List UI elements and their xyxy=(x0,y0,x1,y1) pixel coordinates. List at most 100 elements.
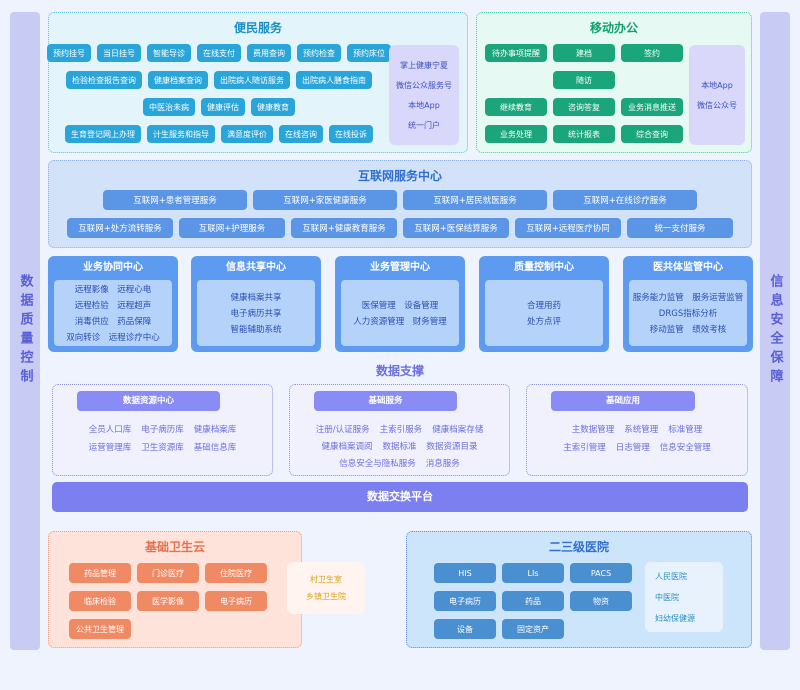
service-button[interactable]: 检验检查报告查询 xyxy=(66,71,142,89)
service-button[interactable]: 互联网+家医健康服务 xyxy=(253,190,397,210)
channel-item[interactable]: 乡镇卫生院 xyxy=(306,592,346,601)
service-button[interactable]: 在线支付 xyxy=(197,44,241,62)
center-item[interactable]: 处方点评 xyxy=(526,317,561,327)
support-item[interactable]: 健康档案存储 xyxy=(432,425,484,435)
service-button[interactable]: 公共卫生管理 xyxy=(69,619,131,639)
support-item[interactable]: 主数据管理 xyxy=(571,425,615,435)
service-button[interactable]: 生育登记网上办理 xyxy=(65,125,141,143)
support-item[interactable]: 运营管理库 xyxy=(88,443,132,453)
service-button[interactable]: 预约床位 xyxy=(347,44,391,62)
support-item[interactable]: 电子病历库 xyxy=(141,425,184,435)
channel-item[interactable]: 中医院 xyxy=(655,592,679,602)
center-item[interactable]: 服务能力监管 服务运营监管 xyxy=(632,293,744,303)
service-button[interactable]: 预约检查 xyxy=(297,44,341,62)
channel-item[interactable]: 本地App xyxy=(408,100,440,110)
service-button[interactable]: 健康教育 xyxy=(251,98,295,116)
channel-item[interactable]: 统一门户 xyxy=(408,120,440,130)
service-button[interactable]: 业务消息推送 xyxy=(621,98,683,116)
support-item[interactable]: 标准管理 xyxy=(668,425,703,435)
service-button[interactable]: 预约挂号 xyxy=(47,44,91,62)
channel-item[interactable]: 掌上健康宁夏 xyxy=(400,60,448,70)
service-button[interactable]: 互联网+居民就医服务 xyxy=(403,190,547,210)
service-button[interactable]: 互联网+医保结算服务 xyxy=(403,218,509,238)
service-button[interactable]: 出院病人随访服务 xyxy=(214,71,290,89)
support-item[interactable]: 信息安全管理 xyxy=(659,443,711,453)
support-item[interactable]: 卫生资源库 xyxy=(141,443,184,453)
service-button[interactable]: 继续教育 xyxy=(485,98,547,116)
support-item[interactable]: 健康档案调阅 xyxy=(321,442,373,452)
support-item[interactable]: 注册/认证服务 xyxy=(315,425,370,435)
service-button[interactable]: 固定资产 xyxy=(502,619,564,639)
service-button[interactable]: 互联网+患者管理服务 xyxy=(103,190,247,210)
service-button[interactable]: LIs xyxy=(502,563,564,583)
service-button[interactable]: 健康评估 xyxy=(201,98,245,116)
service-button[interactable]: 医学影像 xyxy=(137,591,199,611)
channel-item[interactable]: 微信公众服务号 xyxy=(396,80,452,90)
service-button[interactable]: 智能导诊 xyxy=(147,44,191,62)
service-button[interactable]: 统一支付服务 xyxy=(627,218,733,238)
service-button[interactable]: 药品 xyxy=(502,591,564,611)
service-button[interactable]: 互联网+护理服务 xyxy=(179,218,285,238)
support-item[interactable]: 健康档案库 xyxy=(193,425,237,435)
service-button[interactable]: 电子病历 xyxy=(205,591,267,611)
channel-item[interactable]: 妇幼保健源 xyxy=(655,613,695,623)
support-item[interactable]: 基础信息库 xyxy=(193,443,237,453)
service-button[interactable]: 签约 xyxy=(621,44,683,62)
support-item[interactable]: 数据资源目录 xyxy=(426,442,478,452)
support-item[interactable]: 全员人口库 xyxy=(88,425,132,435)
center-item[interactable]: 远程检验 远程超声 xyxy=(74,301,152,311)
center-item[interactable]: 智能辅助系统 xyxy=(230,325,282,335)
support-item[interactable]: 主索引管理 xyxy=(563,443,606,453)
service-button[interactable]: 建档 xyxy=(553,44,615,62)
channel-item[interactable]: 微信公众号 xyxy=(697,100,737,110)
service-button[interactable]: 门诊医疗 xyxy=(137,563,199,583)
center-item[interactable]: 合理用药 xyxy=(526,301,561,311)
service-button[interactable]: 在线咨询 xyxy=(279,125,323,143)
service-button[interactable]: 费用查询 xyxy=(247,44,291,62)
support-item[interactable]: 信息安全与隐私服务 xyxy=(339,459,416,469)
service-button[interactable]: 药品管理 xyxy=(69,563,131,583)
channel-item[interactable]: 本地App xyxy=(701,80,733,90)
service-button[interactable]: 电子病历 xyxy=(434,591,496,611)
service-button[interactable]: HIS xyxy=(434,563,496,583)
service-button[interactable]: 随访 xyxy=(553,71,615,89)
support-item[interactable]: 日志管理 xyxy=(615,443,650,453)
center-item[interactable]: 健康档案共享 xyxy=(230,293,282,303)
service-button[interactable]: PACS xyxy=(570,563,632,583)
service-button[interactable]: 中医治未病 xyxy=(143,98,195,116)
center-item[interactable]: 电子病历共享 xyxy=(230,309,282,319)
service-button[interactable]: 出院病人膳食指南 xyxy=(296,71,372,89)
service-button[interactable]: 设备 xyxy=(434,619,496,639)
center-item[interactable]: DRGS指标分析 xyxy=(658,309,718,319)
center-item[interactable]: 移动监管 绩效考核 xyxy=(649,325,727,335)
service-button[interactable]: 互联网+健康教育服务 xyxy=(291,218,397,238)
service-button[interactable]: 互联网+远程医疗协同 xyxy=(515,218,621,238)
center-item[interactable]: 人力资源管理 财务管理 xyxy=(353,317,447,327)
service-button[interactable]: 在线投诉 xyxy=(329,125,373,143)
service-button[interactable]: 互联网+在线诊疗服务 xyxy=(553,190,697,210)
center-item[interactable]: 消毒供应 药品保障 xyxy=(74,317,152,327)
service-button[interactable]: 计生服务和指导 xyxy=(147,125,215,143)
service-button[interactable]: 业务处理 xyxy=(485,125,547,143)
support-item[interactable]: 数据标准 xyxy=(382,442,417,452)
service-button[interactable]: 健康档案查询 xyxy=(148,71,208,89)
service-button[interactable]: 咨询答复 xyxy=(553,98,615,116)
service-button[interactable]: 综合查询 xyxy=(621,125,683,143)
service-button[interactable]: 物资 xyxy=(570,591,632,611)
support-item[interactable]: 消息服务 xyxy=(425,459,460,469)
service-button[interactable]: 住院医疗 xyxy=(205,563,267,583)
service-button[interactable]: 待办事项提醒 xyxy=(485,44,547,62)
center-item[interactable]: 医保管理 设备管理 xyxy=(361,301,439,311)
service-button[interactable]: 满意度评价 xyxy=(221,125,273,143)
support-item[interactable]: 系统管理 xyxy=(624,425,659,435)
channel-item[interactable]: 村卫生室 xyxy=(310,575,342,584)
service-button[interactable]: 当日挂号 xyxy=(97,44,141,62)
support-item[interactable]: 主索引服务 xyxy=(379,425,423,435)
service-button[interactable]: 临床检验 xyxy=(69,591,131,611)
channel-item[interactable]: 人民医院 xyxy=(655,571,687,581)
center-item[interactable]: 双向转诊 远程诊疗中心 xyxy=(66,333,160,343)
service-button[interactable]: 统计报表 xyxy=(553,125,615,143)
center-item[interactable]: 远程影像 远程心电 xyxy=(74,285,152,295)
service-button[interactable]: 互联网+处方流转服务 xyxy=(67,218,173,238)
